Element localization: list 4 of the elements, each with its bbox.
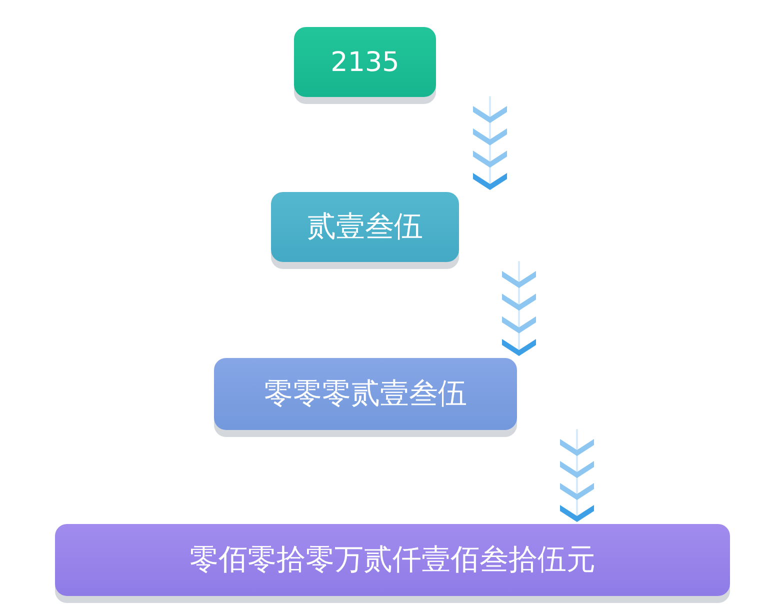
step-box: 零佰零拾零万贰仟壹佰叁拾伍元 bbox=[55, 524, 730, 596]
step-box: 2135 bbox=[294, 27, 436, 97]
step-box: 贰壹叁伍 bbox=[271, 192, 459, 262]
step-box: 零零零贰壹叁伍 bbox=[214, 358, 517, 430]
